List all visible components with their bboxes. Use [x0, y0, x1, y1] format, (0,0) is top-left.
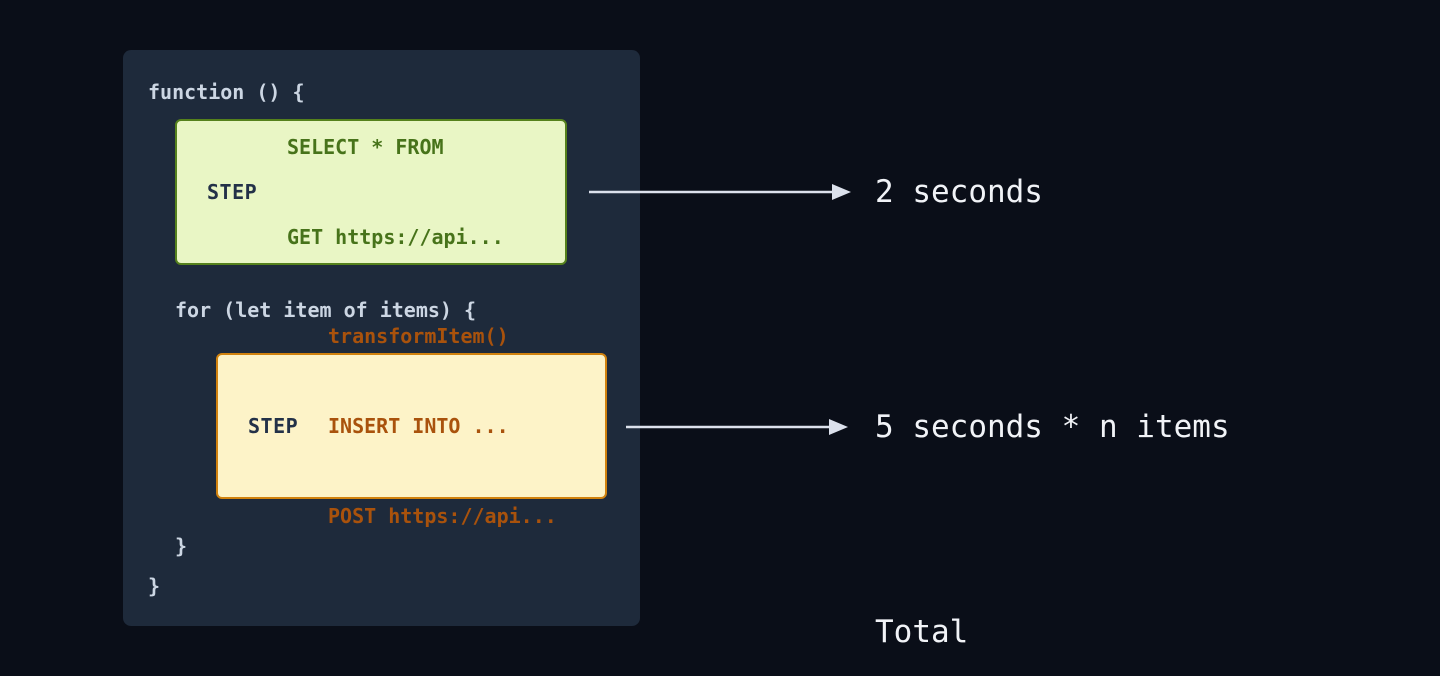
- step2-code-line: POST https://api...: [328, 504, 557, 528]
- code-line-for-close: }: [175, 534, 188, 558]
- code-line-function-close: }: [148, 574, 161, 598]
- step1-label: STEP: [207, 180, 258, 204]
- step1-duration-label: 2 seconds: [875, 174, 1043, 210]
- step1-code-line: SELECT * FROM: [287, 135, 444, 159]
- step2-label: STEP: [248, 414, 299, 438]
- total-label: Total: [875, 614, 969, 650]
- step2-code-line: INSERT INTO ...: [328, 414, 509, 438]
- step2-code-lines: transformItem() INSERT INTO ... POST htt…: [328, 261, 557, 591]
- code-line-function-open: function () {: [148, 80, 305, 104]
- code-line-for-open: for (let item of items) {: [175, 298, 477, 322]
- step2-code-line: transformItem(): [328, 324, 509, 348]
- step1-code-line: GET https://api...: [287, 225, 504, 249]
- step2-box: STEP transformItem() INSERT INTO ... POS…: [216, 324, 607, 528]
- total-block: Total 100 items = 502 seconds: [875, 532, 1304, 676]
- step2-duration-label: 5 seconds * n items: [875, 409, 1230, 445]
- step1-box: STEP SELECT * FROM GET https://api...: [175, 119, 567, 265]
- step1-code-lines: SELECT * FROM GET https://api...: [287, 72, 504, 312]
- code-panel: function () { STEP SELECT * FROM GET htt…: [123, 50, 640, 626]
- arrow-right-icon: [589, 184, 851, 200]
- arrow-right-icon: [626, 419, 848, 435]
